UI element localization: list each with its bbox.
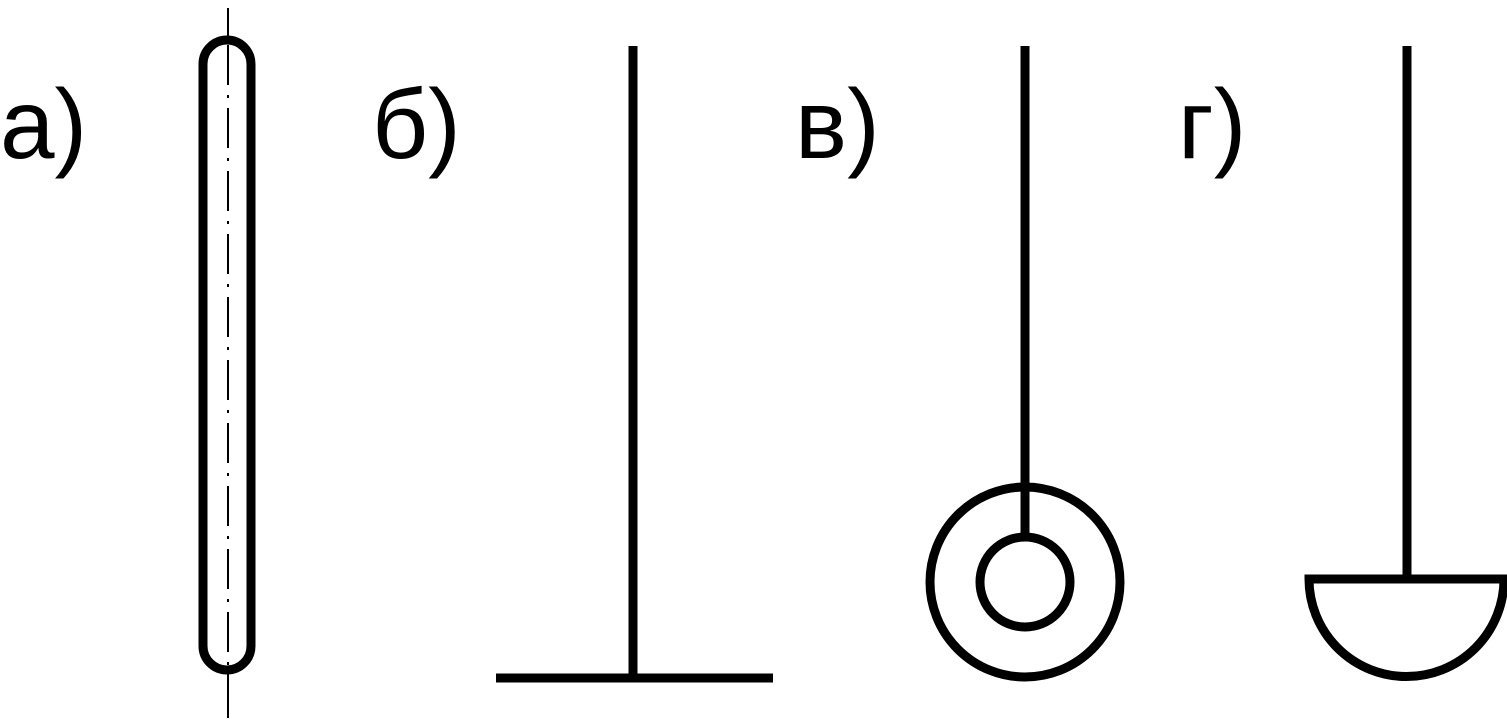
figure-b-label: б) — [372, 69, 461, 179]
figure-b: б) — [372, 46, 773, 683]
figure-g-label: г) — [1178, 69, 1246, 179]
figure-a: а) — [0, 8, 256, 718]
figure-v-outer-ring — [925, 482, 1125, 682]
figure-a-rod — [198, 35, 256, 675]
figure-g: г) — [1178, 46, 1507, 681]
figure-v-inner-ring — [975, 532, 1075, 632]
figure-a-label: а) — [0, 69, 87, 179]
figure-g-half-disk — [1304, 574, 1507, 681]
figure-v-label: в) — [795, 69, 880, 179]
figure-v: в) — [795, 46, 1125, 682]
